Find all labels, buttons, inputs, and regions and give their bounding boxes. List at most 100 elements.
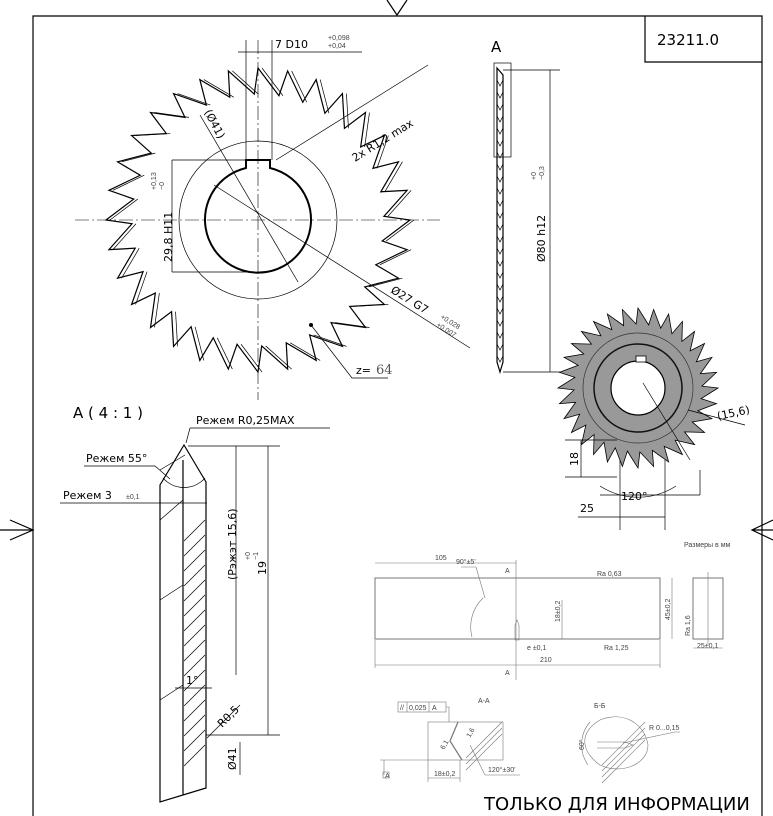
main-view: 7 D10 +0,098 +0,04 2x R1,2 max (Ø41) 29,… <box>75 35 471 400</box>
svg-text:−0,3: −0,3 <box>539 166 546 180</box>
svg-text:18±0,2: 18±0,2 <box>434 771 455 778</box>
svg-text:90°±5': 90°±5' <box>456 558 476 566</box>
svg-text:Ø80 h12: Ø80 h12 <box>535 215 548 262</box>
svg-text:e ±0,1: e ±0,1 <box>527 645 547 652</box>
tooth-facet <box>154 112 189 118</box>
hatch-line <box>183 639 206 662</box>
svg-text:18: 18 <box>568 452 581 466</box>
detail-a-view: A ( 4 : 1 ) Режем R0,25MAX Режем 55° Реж… <box>60 404 330 803</box>
svg-text:210: 210 <box>540 657 552 664</box>
svg-text:A: A <box>505 568 510 575</box>
tooth-facet <box>112 223 137 250</box>
svg-text:45±0,2: 45±0,2 <box>665 599 672 620</box>
hatch-line <box>183 549 206 572</box>
svg-text:+0: +0 <box>245 552 252 560</box>
tooth-facet <box>121 152 156 163</box>
svg-text:Ra 0,63: Ra 0,63 <box>597 571 622 578</box>
hatch-line <box>183 684 206 707</box>
drawing-code: 23211.0 <box>657 31 719 49</box>
tooth-facet <box>368 277 403 288</box>
svg-text:z=: z= <box>356 364 371 377</box>
svg-text:120°±30': 120°±30' <box>488 766 515 774</box>
svg-text:105: 105 <box>435 555 447 562</box>
tooth-facet <box>353 304 389 307</box>
hatch-line <box>465 721 503 759</box>
tooth-facet <box>364 112 370 147</box>
svg-text:18±0,2: 18±0,2 <box>555 601 562 622</box>
tooth-facet <box>384 161 403 192</box>
tooth-facet <box>261 67 284 96</box>
svg-text:6,1: 6,1 <box>440 739 451 751</box>
hatch-line <box>183 669 206 692</box>
bore-with-keyway <box>204 159 312 274</box>
svg-text:Размеры в мм: Размеры в мм <box>684 542 731 549</box>
svg-text:Режем 3: Режем 3 <box>63 489 112 502</box>
tooth-facet <box>112 174 145 191</box>
hatch-line <box>183 594 206 617</box>
svg-text:+0,098: +0,098 <box>328 35 350 42</box>
tooth-facets <box>109 67 415 373</box>
hatch-line <box>183 729 206 752</box>
tooth-facet <box>346 93 349 129</box>
tooth-facet <box>386 219 415 242</box>
svg-text:−1: −1 <box>253 552 260 560</box>
svg-text:1°: 1° <box>186 674 199 687</box>
svg-text:25±0,1: 25±0,1 <box>697 643 718 650</box>
tooth-facet <box>387 190 412 217</box>
hatch-line <box>183 534 206 557</box>
svg-text:64: 64 <box>376 363 393 378</box>
hatch-line <box>183 579 206 602</box>
svg-text:60°: 60° <box>578 739 586 750</box>
svg-text:+0: +0 <box>531 172 538 180</box>
tooth-facet <box>216 337 233 370</box>
svg-text:2x R1,2 max: 2x R1,2 max <box>350 116 416 164</box>
tooth-facet <box>194 326 205 361</box>
tooth-facet <box>240 344 263 373</box>
svg-text:+0,13: +0,13 <box>151 172 158 190</box>
tooth-facet <box>109 198 138 221</box>
hatch-line <box>465 733 503 771</box>
svg-text:0,025: 0,025 <box>409 705 427 712</box>
hatch-line <box>465 727 503 765</box>
hatch-line <box>601 721 646 766</box>
tooth-facet <box>376 135 389 169</box>
tooth-facet <box>335 322 370 328</box>
shaded-cutter-view: (15,6) 18 120° 25 <box>556 306 751 530</box>
svg-text:120°: 120° <box>621 490 648 503</box>
tolerance-frame: // 0,025 A <box>397 701 450 722</box>
hatch-line <box>183 654 206 677</box>
hatch-line <box>183 519 206 542</box>
specimen-drawing: Размеры в мм 105 A A Ra 0,63 90°±5' 18±0… <box>374 542 731 784</box>
title-block: 23211.0 <box>644 16 762 63</box>
svg-text:25: 25 <box>580 502 594 515</box>
tooth-facet <box>203 79 234 98</box>
svg-text:7 D10: 7 D10 <box>275 38 308 51</box>
svg-text:19: 19 <box>256 561 269 575</box>
svg-text:A: A <box>385 773 390 780</box>
svg-text:−0: −0 <box>159 182 166 190</box>
svg-text:R 0...0,15: R 0...0,15 <box>649 725 679 732</box>
svg-text:A: A <box>491 38 502 56</box>
svg-text:A-A: A-A <box>478 698 490 705</box>
svg-text:A ( 4 : 1 ): A ( 4 : 1 ) <box>73 404 143 422</box>
hatch-line <box>183 564 206 587</box>
hatch-line <box>183 609 206 632</box>
svg-text:+0,04: +0,04 <box>328 43 346 50</box>
tooth-facet <box>135 133 171 136</box>
center-mark-right <box>750 519 773 541</box>
center-mark-top <box>386 0 408 17</box>
svg-text:(Рэжэт 15,6): (Рэжэт 15,6) <box>226 508 239 580</box>
svg-text:1,6: 1,6 <box>466 727 477 739</box>
info-only-watermark: ТОЛЬКО ДЛЯ ИНФОРМАЦИИ <box>483 794 750 815</box>
hatch-line <box>183 624 206 647</box>
svg-text:A: A <box>505 670 510 677</box>
tooth-facet <box>319 79 330 114</box>
tooth-facet <box>175 311 178 347</box>
tooth-facet <box>232 70 259 95</box>
hatch-line <box>183 744 206 767</box>
hatch-line <box>601 739 646 784</box>
svg-text:Ra 1,6: Ra 1,6 <box>685 615 692 636</box>
tooth-facet <box>265 345 292 370</box>
